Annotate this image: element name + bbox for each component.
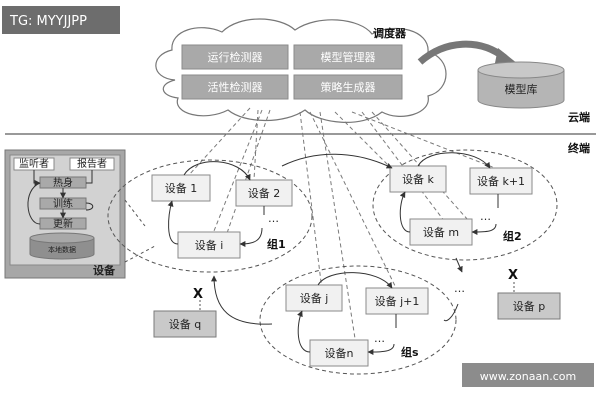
arrow-gs-to-g1 bbox=[211, 275, 273, 325]
g1-arrow-1-2 bbox=[183, 161, 251, 181]
device-i: 设备 i bbox=[177, 231, 241, 259]
store-arrow bbox=[417, 40, 508, 65]
group-s-label: 组s bbox=[401, 345, 419, 359]
panel-zoom-line-2 bbox=[124, 245, 156, 263]
svg-text:设备n: 设备n bbox=[325, 346, 354, 360]
svg-text:运行检测器: 运行检测器 bbox=[208, 50, 263, 64]
scheduler-title: 调度器 bbox=[373, 26, 407, 40]
gs-arrow-to-n bbox=[367, 343, 395, 355]
listener-label: 监听者 bbox=[19, 157, 49, 170]
device-p: 设备 p bbox=[497, 292, 561, 320]
cloud-device-connections bbox=[187, 107, 501, 346]
device-j-plus-1: 设备 j+1 bbox=[365, 287, 429, 315]
device-m: 设备 m bbox=[409, 218, 473, 246]
device-n: 设备n bbox=[309, 339, 369, 367]
svg-text:设备 j+1: 设备 j+1 bbox=[375, 294, 420, 308]
gs-arrow-n-j bbox=[297, 310, 311, 353]
edge-label: 终端 bbox=[568, 141, 590, 155]
gs-ellipsis: … bbox=[374, 332, 385, 345]
g2-arrow-k-k1 bbox=[417, 152, 491, 169]
local-data-label: 本地数据 bbox=[48, 245, 76, 254]
device-q: 设备 q bbox=[153, 310, 217, 338]
reporter-label: 报告者 bbox=[77, 157, 107, 170]
svg-text:设备 1: 设备 1 bbox=[165, 181, 198, 195]
svg-text:模型管理器: 模型管理器 bbox=[321, 50, 376, 64]
g1-arrow-to-i bbox=[239, 227, 263, 247]
warmup-label: 热身 bbox=[53, 176, 73, 189]
cloud-label: 云端 bbox=[568, 110, 590, 124]
update-label: 更新 bbox=[53, 217, 73, 230]
g1-arrow-i-1 bbox=[167, 200, 179, 245]
scheduler-module-2: 活性检测器 bbox=[181, 74, 289, 100]
svg-text:设备 2: 设备 2 bbox=[248, 186, 281, 200]
svg-text:设备 j: 设备 j bbox=[300, 291, 329, 305]
group-2-label: 组2 bbox=[503, 229, 522, 243]
device-k: 设备 k bbox=[389, 165, 447, 193]
g2-ellipsis: … bbox=[480, 210, 491, 223]
device-1: 设备 1 bbox=[151, 174, 211, 202]
scheduler-module-1: 模型管理器 bbox=[293, 44, 403, 70]
device-k-plus-1: 设备 k+1 bbox=[469, 167, 533, 195]
g2-arrow-m-k bbox=[399, 191, 411, 233]
group-s-boundary bbox=[259, 265, 457, 375]
arrow-g2-down bbox=[455, 257, 463, 273]
watermark-top-left bbox=[2, 6, 120, 34]
g2-arrow-to-m bbox=[471, 223, 497, 235]
device-2: 设备 2 bbox=[235, 179, 293, 207]
excluded-mark-p: X bbox=[508, 268, 518, 283]
group-1-boundary bbox=[107, 159, 313, 273]
excluded-mark-q: X bbox=[193, 287, 203, 302]
model-store: 模型库 bbox=[477, 61, 565, 109]
svg-text:设备 p: 设备 p bbox=[513, 299, 545, 313]
group-2-boundary bbox=[372, 149, 558, 261]
svg-text:活性检测器: 活性检测器 bbox=[208, 80, 263, 94]
watermark-bottom-right-text: www.zonaan.com bbox=[480, 370, 576, 383]
panel-zoom-line-1 bbox=[124, 199, 146, 227]
device-detail-panel: 监听者 报告者 热身 训练 更新 本地数据 设备 bbox=[4, 149, 126, 279]
device-panel-caption: 设备 bbox=[93, 263, 116, 277]
svg-text:策略生成器: 策略生成器 bbox=[321, 80, 376, 94]
watermark-top-left-text: TG: MYYJJPP bbox=[9, 14, 87, 29]
g1-ellipsis: … bbox=[268, 212, 279, 225]
watermark-bottom-right bbox=[462, 363, 594, 387]
device-j: 设备 j bbox=[285, 284, 343, 312]
g2-gs-vertical-dots: … bbox=[454, 282, 465, 295]
svg-text:模型库: 模型库 bbox=[505, 82, 538, 96]
arrow-g1-to-g2 bbox=[281, 153, 393, 169]
arrow-dots-to-gs bbox=[443, 303, 459, 322]
train-label: 训练 bbox=[53, 197, 73, 210]
svg-text:设备 k: 设备 k bbox=[402, 172, 434, 186]
svg-text:设备 q: 设备 q bbox=[169, 317, 201, 331]
gs-arrow-j-j1 bbox=[317, 272, 393, 289]
group-1-label: 组1 bbox=[267, 237, 286, 251]
svg-text:设备 k+1: 设备 k+1 bbox=[477, 174, 525, 188]
svg-text:设备 m: 设备 m bbox=[423, 225, 459, 239]
scheduler-module-3: 策略生成器 bbox=[293, 74, 403, 100]
scheduler-module-0: 运行检测器 bbox=[181, 44, 289, 70]
svg-text:设备 i: 设备 i bbox=[195, 238, 224, 252]
